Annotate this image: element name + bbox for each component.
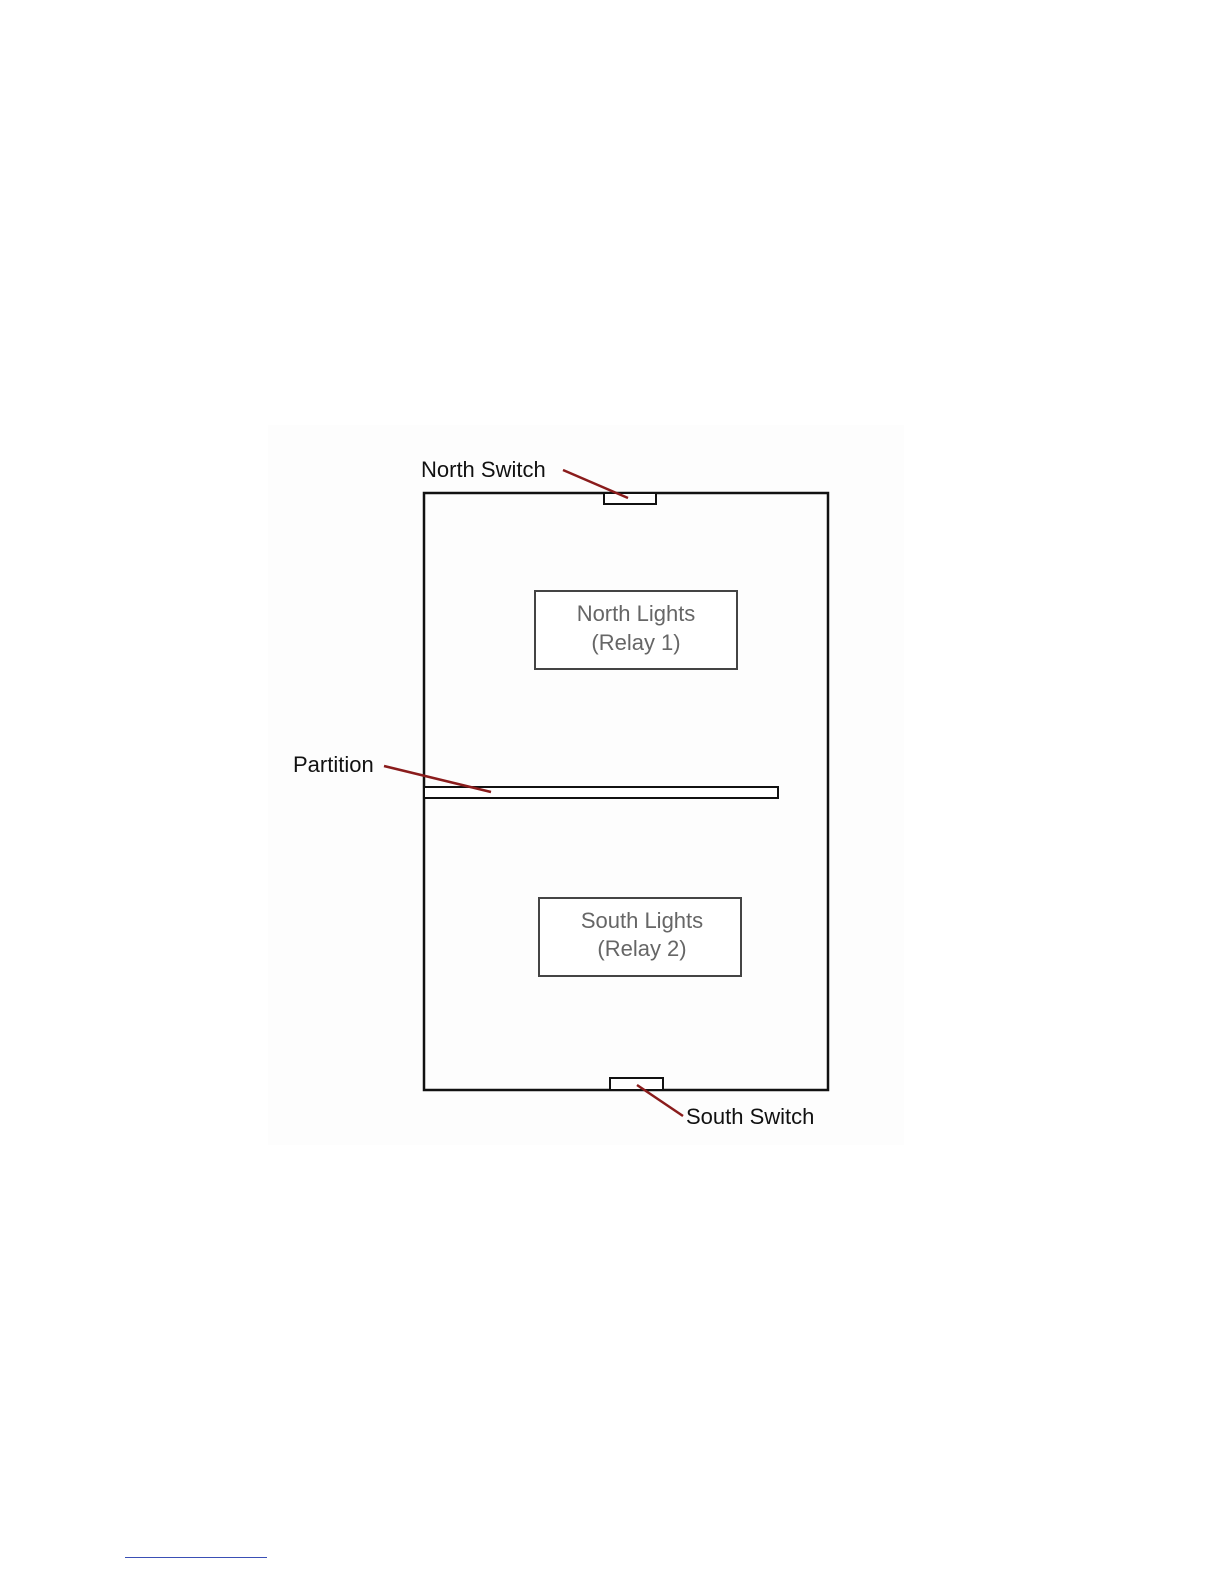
figure-background [268,425,904,1145]
north-lights-relay-label: (Relay 1) [591,630,680,655]
south-switch [610,1078,663,1090]
south-lights-label: South Lights [581,908,703,933]
footnote-separator [125,1557,267,1558]
south-switch-label: South Switch [686,1104,814,1129]
partition-label: Partition [293,752,374,777]
north-lights-label: North Lights [577,601,696,626]
north-switch [604,493,656,504]
north-switch-label: North Switch [421,457,546,482]
south-lights-relay-label: (Relay 2) [597,936,686,961]
